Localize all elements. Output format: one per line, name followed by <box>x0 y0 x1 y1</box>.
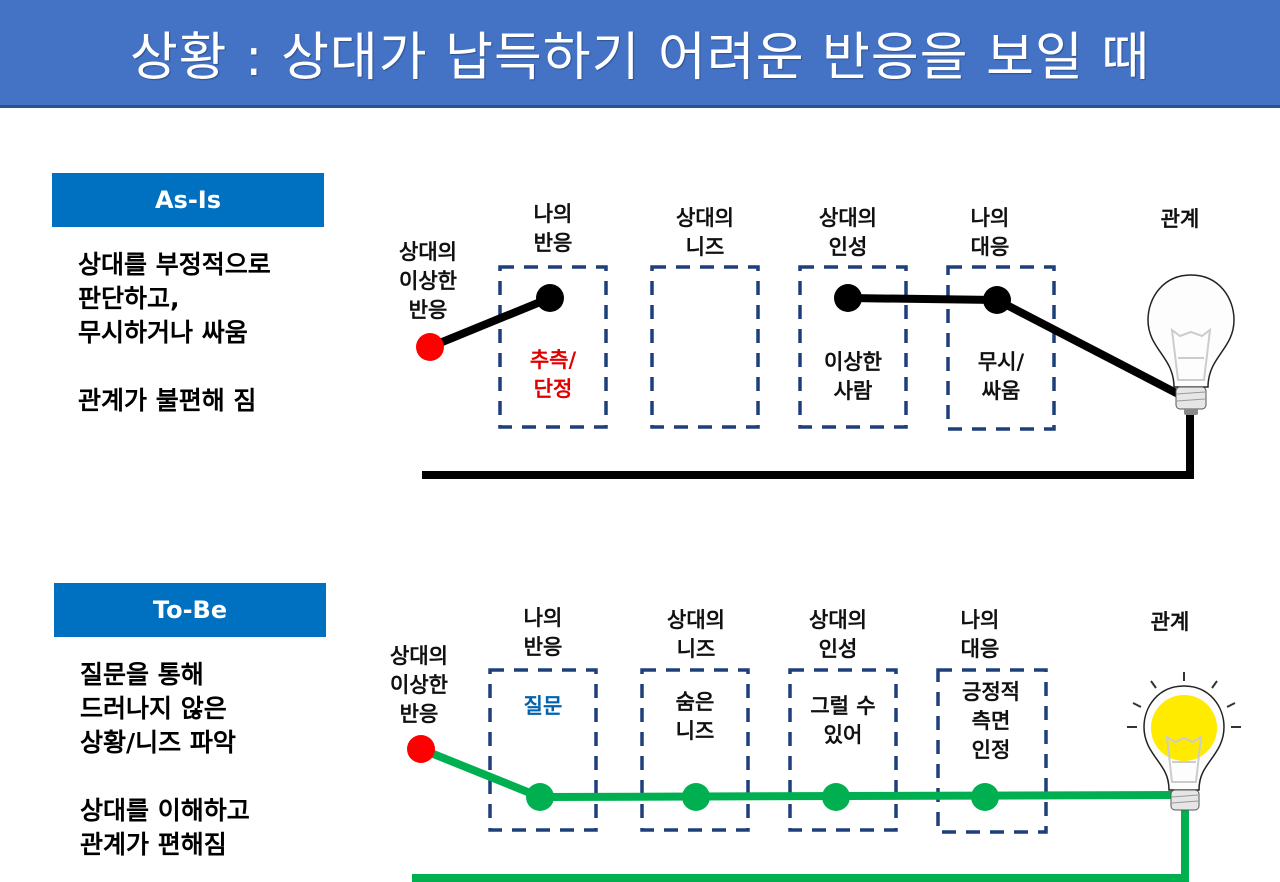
as-is-box-text-ignore-fight: 무시/싸움 <box>977 350 1025 403</box>
as-is-box-my-response <box>946 265 1056 431</box>
as-is-box-other-needs <box>650 265 760 429</box>
as-is-start-node <box>416 333 444 361</box>
to-be-node-my-response <box>971 783 999 811</box>
lightbulb-on-icon <box>1127 672 1241 811</box>
as-is-box-other-character <box>798 265 908 429</box>
to-be-desc-line: 관계가 편해짐 <box>80 830 227 859</box>
as-is-node-my-reaction <box>536 284 564 312</box>
to-be-box-text-question: 질문 <box>523 694 563 718</box>
as-is-label: As-Is <box>52 173 324 227</box>
to-be-end-label: 관계 <box>1150 610 1190 634</box>
as-is-node-my-response <box>983 286 1011 314</box>
to-be-description: 질문을 통해 드러나지 않은 상황/니즈 파악 상대를 이해하고 관계가 편해짐 <box>80 658 250 862</box>
title-bar: 상황 : 상대가 납득하기 어려운 반응을 보일 때 <box>0 0 1280 108</box>
to-be-start-node <box>407 735 435 763</box>
to-be-node-other-character <box>822 783 850 811</box>
as-is-desc-line: 관계가 불편해 짐 <box>78 386 257 415</box>
lightbulb-off-icon <box>1147 274 1235 415</box>
as-is-end-label: 관계 <box>1160 207 1200 231</box>
to-be-box-other-needs <box>640 668 750 832</box>
as-is-desc-line: 판단하고, <box>78 284 180 313</box>
as-is-description: 상대를 부정적으로 판단하고, 무시하거나 싸움 관계가 불편해 짐 <box>78 248 271 418</box>
as-is-box-my-reaction <box>498 265 608 429</box>
to-be-box-my-response <box>936 668 1048 834</box>
to-be-box-other-character <box>788 668 898 832</box>
to-be-node-my-reaction <box>526 783 554 811</box>
as-is-node-other-character <box>834 284 862 312</box>
as-is-box-text-guess: 추측/단정 <box>529 348 577 401</box>
to-be-desc-line: 상대를 이해하고 <box>80 796 250 825</box>
to-be-desc-line: 드러나지 않은 <box>80 694 227 723</box>
page-title: 상황 : 상대가 납득하기 어려운 반응을 보일 때 <box>129 28 1151 88</box>
to-be-box-my-reaction <box>488 668 598 832</box>
to-be-node-other-needs <box>682 783 710 811</box>
as-is-desc-line: 상대를 부정적으로 <box>78 250 271 279</box>
to-be-desc-line: 질문을 통해 <box>80 660 204 689</box>
as-is-desc-line: 무시하거나 싸움 <box>78 318 248 347</box>
to-be-label: To-Be <box>54 583 326 637</box>
to-be-desc-line: 상황/니즈 파악 <box>80 728 236 757</box>
